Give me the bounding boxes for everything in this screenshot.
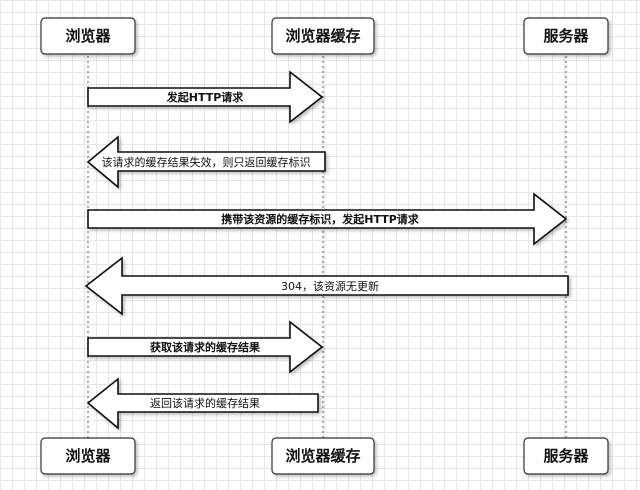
message-arrow-1: 发起HTTP请求 xyxy=(87,70,324,124)
participant-browser-top-label: 浏览器 xyxy=(65,27,111,45)
participant-cache-bottom: 浏览器缓存 xyxy=(271,437,375,475)
message-arrow-2: 该请求的缓存结果失效，则只返回缓存标识 xyxy=(86,135,326,189)
message-arrow-3: 携带该资源的缓存标识，发起HTTP请求 xyxy=(87,192,568,246)
participant-cache-top-label: 浏览器缓存 xyxy=(285,27,360,45)
participant-server-bottom: 服务器 xyxy=(523,437,609,475)
message-label-4: 304，该资源无更新 xyxy=(281,279,379,293)
participant-browser-top: 浏览器 xyxy=(40,17,136,55)
message-arrow-5: 获取该请求的缓存结果 xyxy=(87,320,324,374)
message-arrow-4: 304，该资源无更新 xyxy=(84,256,569,316)
participant-cache-top: 浏览器缓存 xyxy=(271,17,375,55)
message-label-5: 获取该请求的缓存结果 xyxy=(150,340,260,354)
message-label-1: 发起HTTP请求 xyxy=(166,90,245,104)
message-arrow-6: 返回该请求的缓存结果 xyxy=(86,377,319,430)
message-label-6: 返回该请求的缓存结果 xyxy=(150,396,260,410)
participant-browser-bottom: 浏览器 xyxy=(40,437,136,475)
message-label-3: 携带该资源的缓存标识，发起HTTP请求 xyxy=(221,212,420,226)
participant-browser-bottom-label: 浏览器 xyxy=(65,447,111,465)
message-label-2: 该请求的缓存结果失效，则只返回缓存标识 xyxy=(102,155,311,169)
participant-server-top: 服务器 xyxy=(523,17,609,55)
participant-server-bottom-label: 服务器 xyxy=(543,447,589,465)
participant-server-top-label: 服务器 xyxy=(543,27,589,45)
participant-cache-bottom-label: 浏览器缓存 xyxy=(285,447,360,465)
